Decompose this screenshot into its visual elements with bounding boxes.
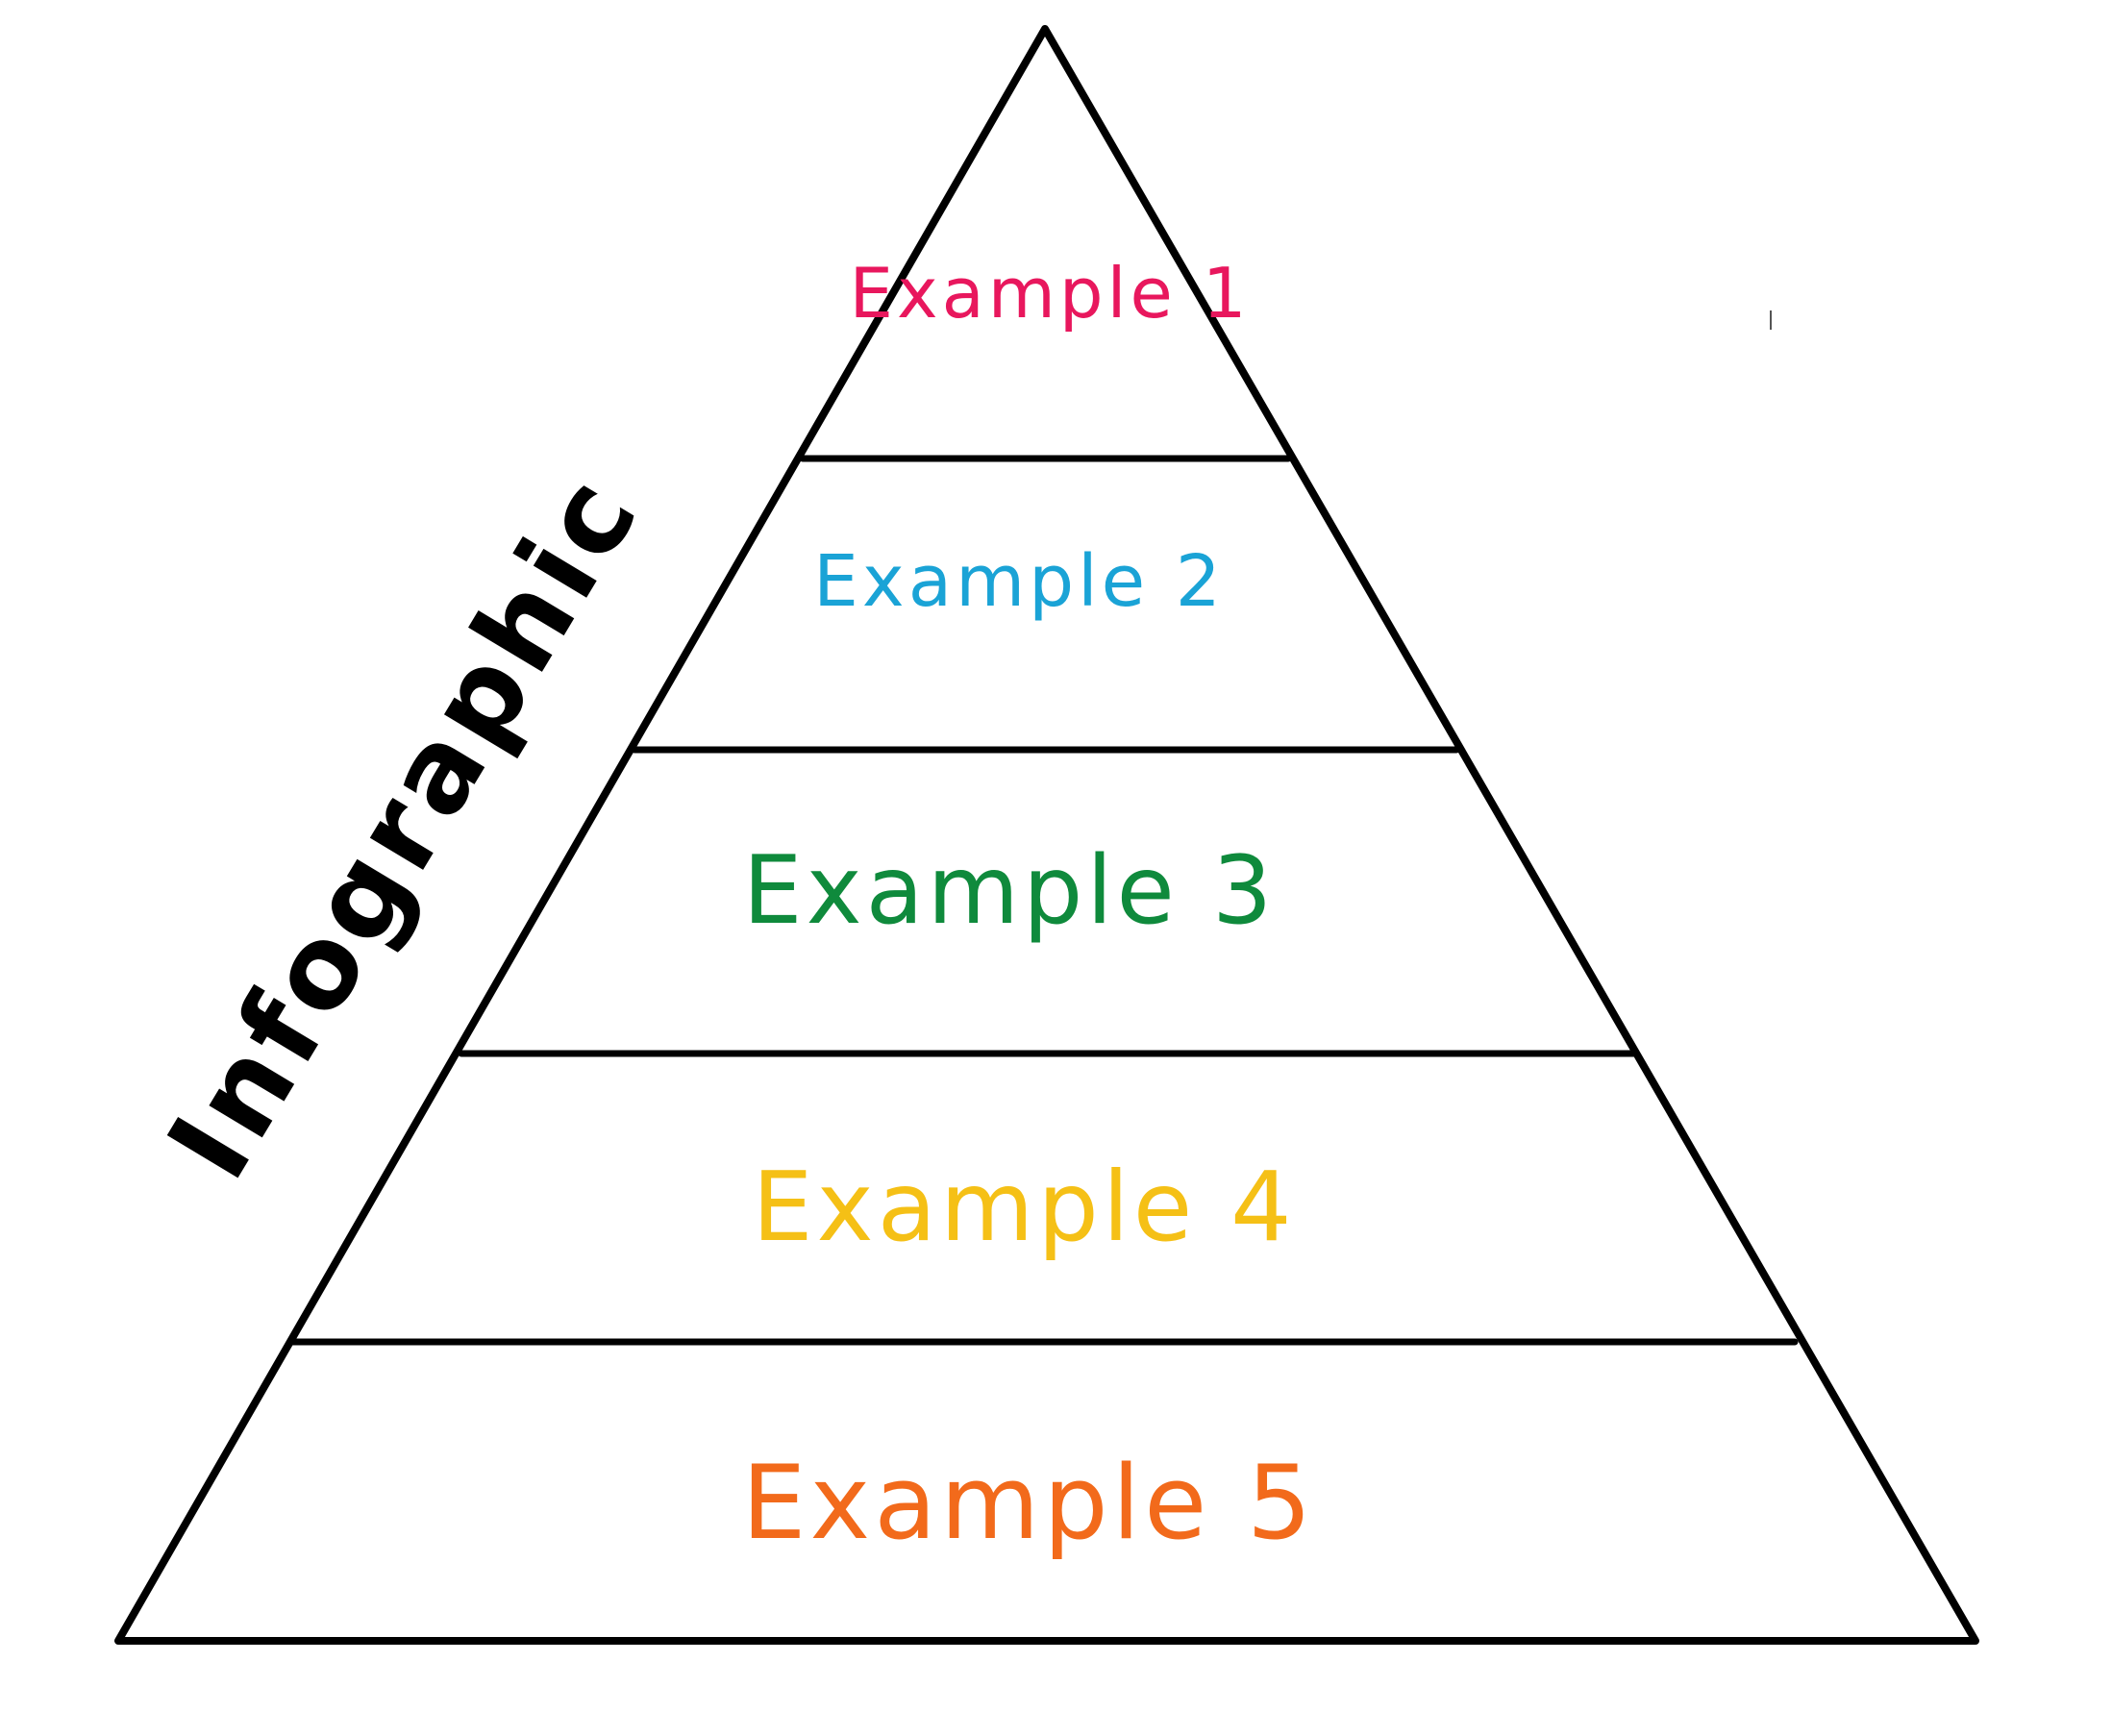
tier-label-5: Example 5 (741, 1444, 1315, 1562)
tier-label-1: Example 1 (849, 253, 1250, 334)
tier-label-3: Example 3 (743, 836, 1277, 946)
tier-label-2: Example 2 (813, 540, 1225, 623)
pyramid-outline (114, 25, 1979, 1645)
tier-label-4: Example 4 (752, 1151, 1295, 1263)
